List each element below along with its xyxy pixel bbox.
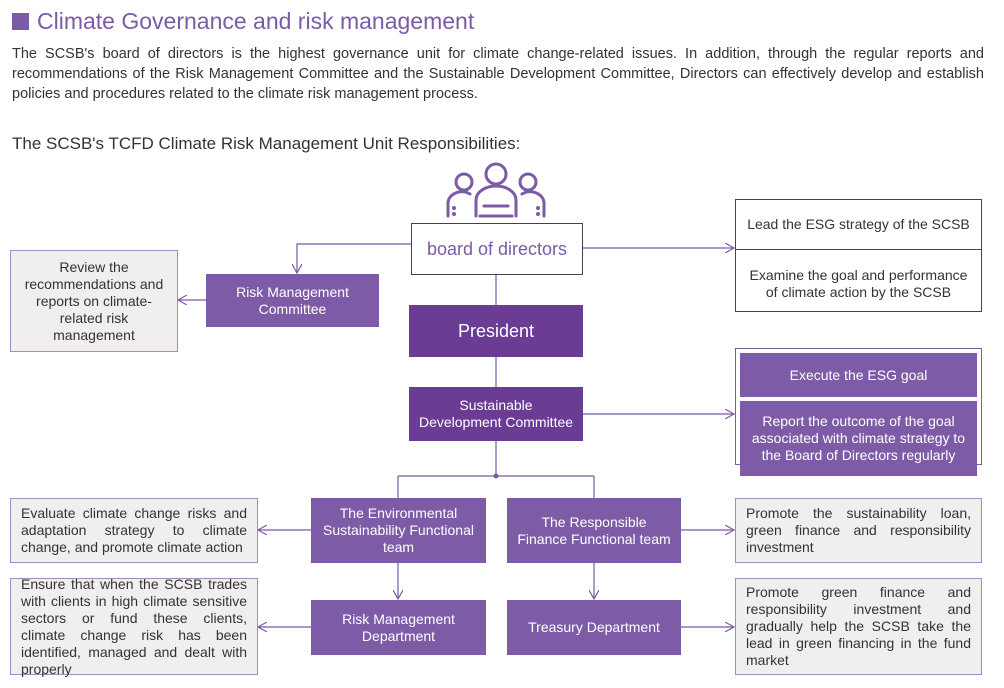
treasury-department-box: Treasury Department: [507, 600, 681, 655]
finance-team-duty-box: Promote the sustainability loan, green f…: [735, 498, 982, 563]
treasury-duty-box: Promote green finance and responsibility…: [735, 578, 982, 675]
people-group-icon: [446, 162, 546, 218]
section-heading: Climate Governance and risk management: [12, 6, 474, 36]
risk-committee-duty-box: Review the recommendations and reports o…: [10, 250, 178, 352]
sdc-duty-item: Report the outcome of the goal associate…: [740, 401, 977, 476]
page-title: Climate Governance and risk management: [37, 7, 475, 34]
environmental-team-box: The Environmental Sustainability Functio…: [311, 498, 486, 563]
board-of-directors-box: board of directors: [411, 223, 583, 275]
intro-paragraph: The SCSB's board of directors is the hig…: [12, 46, 984, 102]
heading-square-icon: [12, 12, 29, 30]
risk-dept-duty-box: Ensure that when the SCSB trades with cl…: [10, 576, 258, 677]
president-box: President: [409, 305, 583, 357]
sustainable-development-committee-box: Sustainable Development Committee: [409, 387, 583, 441]
board-duties-box: Lead the ESG strategy of the SCSB Examin…: [735, 199, 982, 312]
env-team-duty-box: Evaluate climate change risks and adapta…: [10, 498, 258, 563]
sdc-duties-box: Execute the ESG goal Report the outcome …: [735, 348, 982, 476]
board-duty-item: Examine the goal and performance of clim…: [749, 267, 968, 300]
responsible-finance-team-box: The Responsible Finance Functional team: [507, 498, 681, 563]
risk-management-committee-box: Risk Management Committee: [206, 274, 379, 327]
sdc-duty-item: Execute the ESG goal: [740, 353, 977, 397]
risk-management-department-box: Risk Management Department: [311, 600, 486, 655]
board-duty-item: Lead the ESG strategy of the SCSB: [736, 200, 981, 250]
diagram-subheading: The SCSB's TCFD Climate Risk Management …: [12, 134, 521, 153]
connector-board-risk: [297, 243, 411, 273]
